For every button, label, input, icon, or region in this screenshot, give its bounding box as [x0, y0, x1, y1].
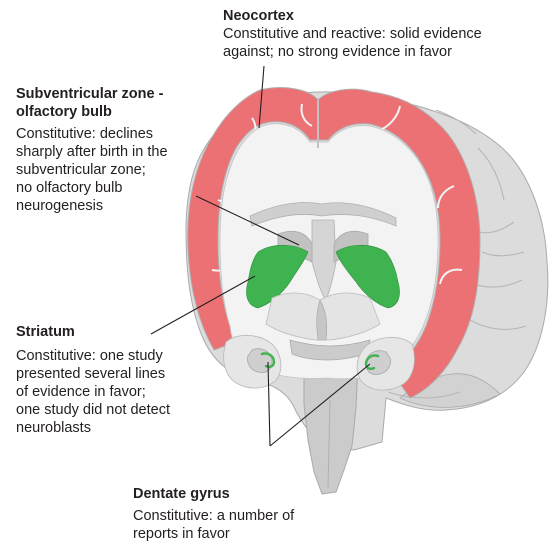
neocortex-label: Neocortex Constitutive and reactive: sol…: [223, 7, 553, 61]
svz-title: Subventricular zone - olfactory bulb: [16, 85, 216, 121]
neocortex-title: Neocortex: [223, 7, 553, 25]
svz-description: Constitutive: declines sharply after bir…: [16, 125, 216, 215]
dentate-gyrus-description: Constitutive: a number of reports in fav…: [133, 507, 353, 543]
dentate-gyrus-title: Dentate gyrus: [133, 485, 353, 503]
striatum-title: Striatum: [16, 323, 221, 341]
dentate-gyrus-label: Dentate gyrus Constitutive: a number of …: [133, 485, 353, 543]
svz-label: Subventricular zone - olfactory bulb Con…: [16, 85, 216, 215]
striatum-description: Constitutive: one study presented severa…: [16, 347, 221, 437]
neocortex-description: Constitutive and reactive: solid evidenc…: [223, 25, 553, 61]
striatum-label: Striatum Constitutive: one study present…: [16, 323, 221, 437]
